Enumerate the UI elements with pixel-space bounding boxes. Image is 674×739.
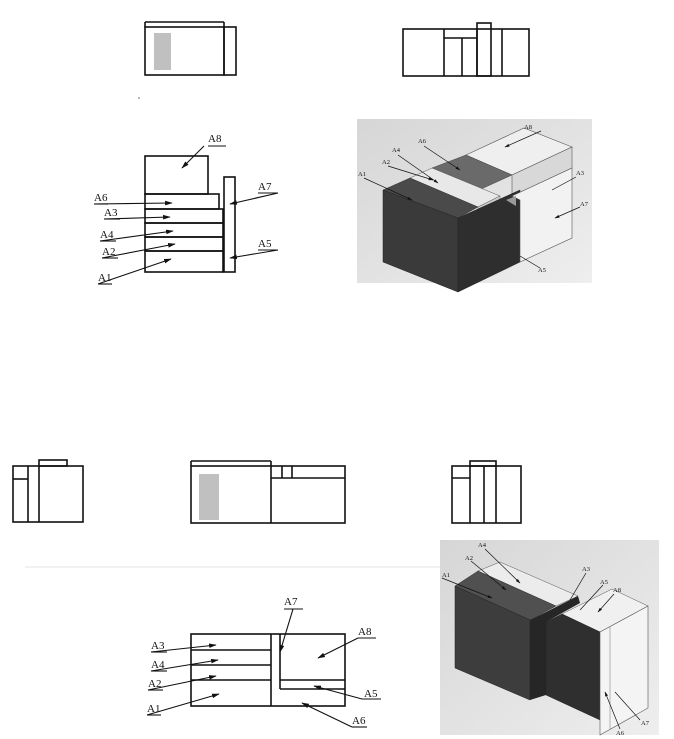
fig1-iso-label-a1: A1 [358, 171, 366, 178]
fig2-iso-label-a8: A8 [613, 587, 621, 594]
fig1-top-left-view [144, 21, 237, 76]
fig1-iso-label-a8: A8 [524, 124, 532, 131]
fig1-hatch-rect [154, 33, 171, 70]
fig1-iso-label-a2: A2 [382, 159, 390, 166]
fig2-iso-label-a3: A3 [582, 566, 590, 573]
fig1-top-right-view [402, 22, 530, 77]
fig2-label-a5: A5 [364, 688, 378, 700]
fig2-top-view [190, 460, 346, 524]
fig2-label-a1: A1 [147, 703, 160, 715]
fig1-front-view: A8 A6 A3 A4 A2 A1 A7 A5 [93, 133, 279, 285]
fig2-left-view [12, 459, 84, 523]
fig2-iso-label-a5: A5 [600, 579, 608, 586]
fig2-label-a3: A3 [151, 640, 165, 652]
fig2-label-a7: A7 [284, 596, 298, 608]
fig2-isometric-render: A4 A2 A1 A3 A5 A8 A7 A6 [440, 540, 659, 737]
fig2-iso-label-a1: A1 [442, 572, 450, 579]
fig2-label-a4: A4 [151, 659, 165, 671]
fig1-iso-label-a4: A4 [392, 147, 401, 154]
fig2-iso-label-a2: A2 [465, 555, 473, 562]
scan-dot [138, 97, 140, 99]
fig1-label-a2: A2 [102, 246, 115, 258]
fig2-hatch-rect [199, 474, 219, 520]
fig1-isometric-render: A8 A6 A4 A2 A1 A3 A7 A5 [357, 119, 592, 293]
fig2-label-a8: A8 [358, 626, 372, 638]
fig2-iso-label-a6: A6 [616, 730, 625, 737]
fig1-label-a4: A4 [100, 229, 114, 241]
fig1-iso-label-a5: A5 [538, 267, 546, 274]
fig1-iso-label-a3: A3 [576, 170, 584, 177]
fig1-iso-label-a6: A6 [418, 138, 427, 145]
fig1-label-a3: A3 [104, 207, 118, 219]
fig1-label-a1: A1 [98, 272, 111, 284]
fig1-iso-label-a7: A7 [580, 201, 589, 208]
fig2-label-a2: A2 [148, 678, 161, 690]
fig1-label-a8: A8 [208, 133, 222, 145]
fig2-iso-label-a7: A7 [641, 720, 650, 727]
fig1-label-a5: A5 [258, 238, 272, 250]
fig1-label-a7: A7 [258, 181, 272, 193]
fig2-label-a6: A6 [352, 715, 366, 727]
fig2-iso-label-a4: A4 [478, 542, 487, 549]
fig2-front-view: A7 A8 A3 A4 A2 A1 A5 A6 [146, 596, 381, 728]
fig1-label-a6: A6 [94, 192, 108, 204]
fig2-right-view [451, 460, 522, 524]
